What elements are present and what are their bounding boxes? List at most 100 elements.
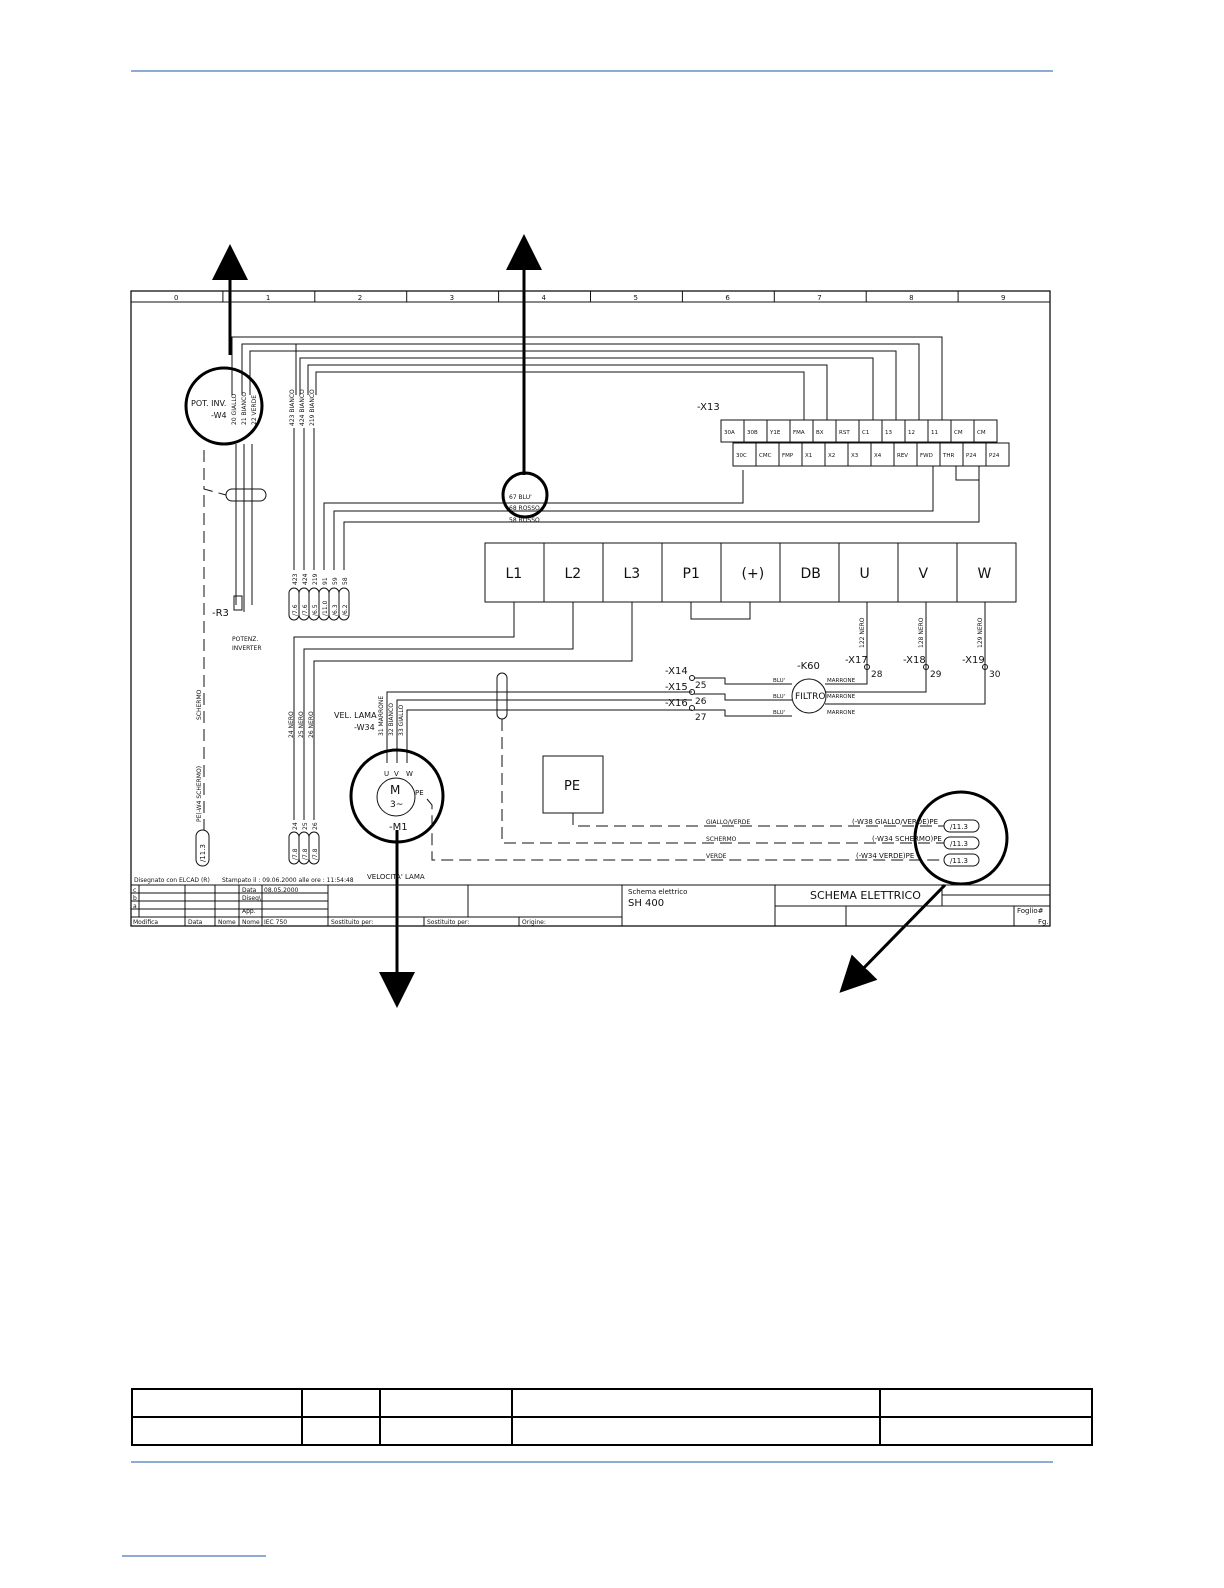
x13-terminal-label: FMA — [793, 430, 805, 436]
ref-number: 24 — [292, 822, 299, 830]
filter-terminal-label: -X14 — [665, 666, 688, 677]
x13-terminal-label: BX — [816, 430, 824, 436]
circle-wire-68: 68 ROSSO — [509, 505, 540, 512]
shield-clamp-w4 — [225, 488, 267, 502]
r3-resistor — [233, 595, 243, 611]
footer-cell — [511, 1388, 882, 1418]
drawing-title: SCHEMA ELETTRICO — [810, 889, 921, 902]
power-terminal-label: L3 — [624, 566, 641, 582]
title-block-col-label: Nome — [218, 919, 236, 926]
term-29: 29 — [930, 670, 942, 680]
motor-name: -M1 — [389, 822, 408, 833]
filter-terminal-label: -X15 — [665, 682, 688, 693]
x13-terminal-label: X4 — [874, 453, 882, 459]
x13-terminal-label: 12 — [908, 430, 915, 436]
filter-wire — [694, 677, 792, 685]
power-terminal-label: U — [860, 566, 870, 582]
pot-wire-3: 22 VERDE — [251, 395, 258, 425]
wire-label-219: 219 BIANCO — [309, 389, 316, 426]
title-block — [131, 884, 1050, 926]
filter-wire — [694, 709, 792, 717]
filter-label: FILTRO — [795, 692, 825, 702]
pe-ref-capsule — [943, 853, 980, 867]
power-terminal-label: P1 — [683, 566, 700, 582]
grid-col-label: 1 — [266, 294, 270, 302]
footer-cell — [300, 1388, 382, 1418]
rev-row-c: c — [133, 887, 136, 894]
pot-cable: -W4 — [211, 411, 227, 420]
x13-terminal-label: FMP — [782, 453, 794, 459]
ref-sheet: /7.8 — [312, 848, 319, 860]
filter-terminal-number: 27 — [695, 713, 706, 723]
motor-u: U — [384, 770, 389, 778]
footer-cell — [379, 1388, 514, 1418]
drawn-with: Disegnato con ELCAD (R) — [134, 877, 210, 884]
x13-terminal-label: CM — [977, 430, 986, 436]
motor-caption: VELOCITA' LAMA — [367, 873, 425, 881]
drawing-frame — [130, 290, 1051, 927]
x13-terminal-label: CM — [954, 430, 963, 436]
filter-in-label: BLU' — [773, 710, 785, 716]
pot-wire-2: 21 BIANCO — [241, 392, 248, 425]
r3-desc-1: POTENZ. — [232, 636, 258, 643]
pe-ref: /11.3 — [950, 823, 968, 831]
filter-wire — [694, 693, 792, 701]
schema-label: Schema elettrico — [628, 888, 687, 896]
title-block-col-label: Sostituito per: — [427, 919, 469, 926]
ref-sheet: /7.6 — [292, 604, 299, 616]
ref-number: 423 — [292, 573, 299, 585]
grid-col-label: 3 — [450, 294, 454, 302]
power-terminal-label: L2 — [565, 566, 582, 582]
motor-v: V — [394, 770, 399, 778]
pe-callout-circle — [913, 790, 1009, 886]
motor-m: M — [390, 783, 400, 797]
ref-number: 26 — [312, 822, 319, 830]
pe-w4-ref: /11.3 — [199, 844, 207, 862]
wire-label-424: 424 BIANCO — [299, 389, 306, 426]
circle-wire-67: 67 BLU' — [509, 494, 532, 501]
wires-callout-circle — [501, 471, 549, 519]
x19-label: -X19 — [962, 655, 985, 666]
power-terminal-label: W — [978, 566, 992, 582]
motor-m1-symbol — [376, 777, 416, 817]
vel-lama-label: VEL. LAMA — [334, 711, 377, 720]
x13-terminal-label: X1 — [805, 453, 812, 459]
ref-sheet: /6.5 — [312, 604, 319, 616]
x13-terminal-label: X3 — [851, 453, 859, 459]
grid-col-label: 2 — [358, 294, 362, 302]
filter-terminal-number: 26 — [695, 697, 707, 707]
grid-col-label: 4 — [542, 294, 547, 302]
power-terminal-label: DB — [801, 566, 821, 582]
footer-table — [131, 1388, 1093, 1446]
filter-in-label: BLU' — [773, 694, 785, 700]
ref-sheet: /7.6 — [302, 604, 309, 616]
motor-callout-circle — [349, 748, 445, 844]
out-wire-v: 128 NERO — [918, 617, 925, 648]
pe-ref: /11.3 — [950, 857, 968, 865]
foglio-label: Foglio# — [1017, 907, 1044, 915]
power-terminal-label: (+) — [742, 566, 765, 582]
pe-w4-ref-capsule — [195, 829, 210, 867]
ref-capsule — [308, 831, 320, 865]
x13-terminal-label: 30C — [736, 453, 747, 459]
ref-sheet: /6.3 — [332, 604, 339, 616]
filter-k60 — [791, 678, 827, 714]
nero-wire-24: 24 NERO — [288, 711, 295, 738]
footer-cell — [879, 1416, 1093, 1446]
motor-outputs — [825, 602, 986, 705]
wire-label-423: 423 BIANCO — [289, 389, 296, 426]
shield-text: SCHERMO — [196, 689, 203, 720]
footer-cell — [511, 1416, 882, 1446]
pe-line-mid-label: SCHERMO — [706, 836, 737, 843]
filter-terminal-number: 25 — [695, 681, 706, 691]
pe-w4-text: PE(-W4 SCHERMO) — [196, 766, 203, 822]
r3-label: -R3 — [212, 608, 229, 619]
app-label: App. — [242, 908, 256, 915]
pe-line-right-label: (-W34 SCHERMO)PE — [872, 835, 942, 843]
